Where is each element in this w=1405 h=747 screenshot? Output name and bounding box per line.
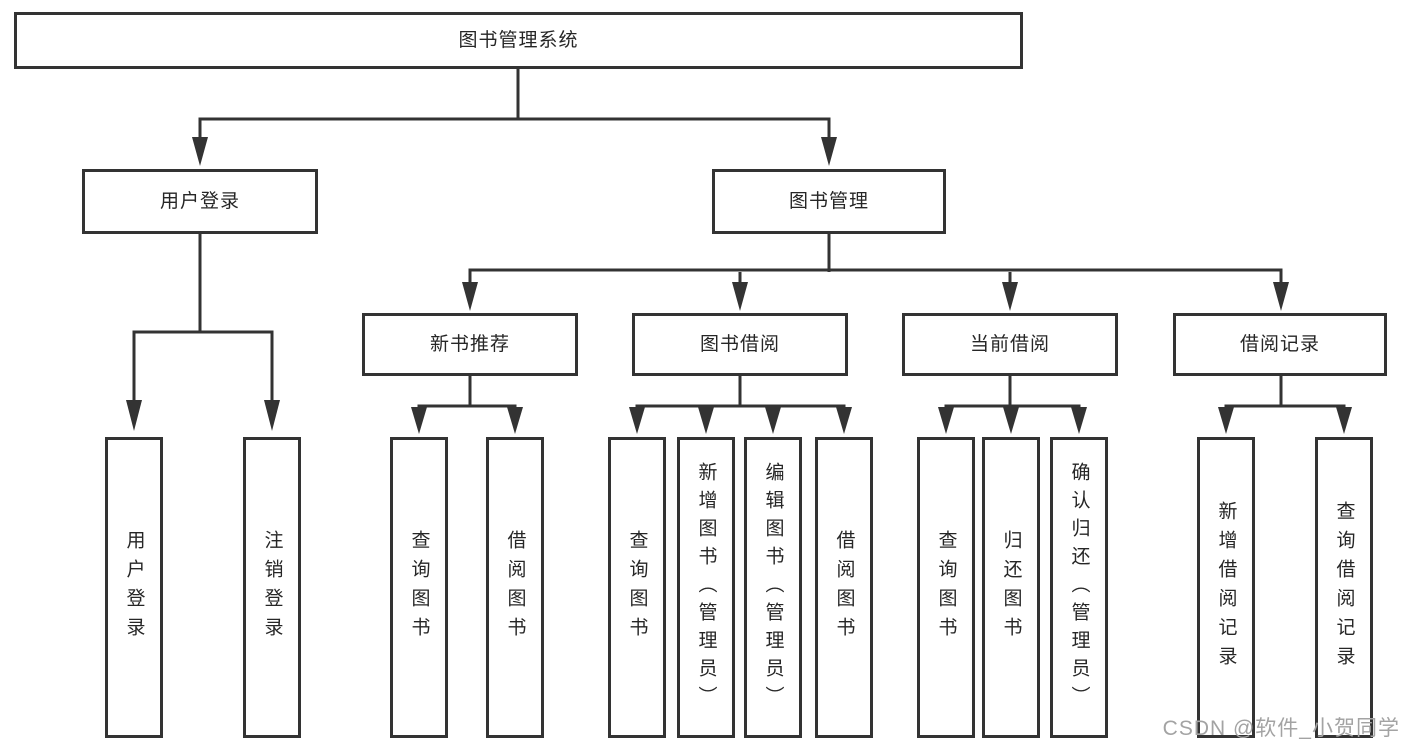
- leaf-return-books-label: 归还图书: [1000, 529, 1022, 646]
- leaf-logout: 注销登录: [243, 437, 301, 738]
- node-borrowing-records-label: 借阅记录: [1239, 334, 1320, 355]
- leaf-logout-label: 注销登录: [261, 529, 283, 646]
- leaf-query-books-current-label: 查询图书: [935, 529, 957, 646]
- node-user-login-label: 用户登录: [159, 191, 240, 212]
- connector-login-children: [126, 232, 280, 431]
- leaf-return-books: 归还图书: [982, 437, 1040, 738]
- connector-borrow-children: [629, 374, 852, 434]
- csdn-watermark: CSDN @软件_小贺同学: [1162, 717, 1400, 740]
- leaf-borrow-books-newbook-label: 借阅图书: [504, 529, 526, 646]
- node-root-label: 图书管理系统: [458, 30, 579, 51]
- leaf-add-books-admin: 新增图书（管理员）: [677, 437, 735, 738]
- leaf-query-books-borrow-label: 查询图书: [626, 529, 648, 646]
- leaf-query-books-newbook-label: 查询图书: [408, 529, 430, 646]
- node-book-management: 图书管理: [712, 169, 946, 234]
- node-book-management-label: 图书管理: [788, 191, 869, 212]
- leaf-edit-books-admin: 编辑图书（管理员）: [744, 437, 802, 738]
- node-borrowing-records: 借阅记录: [1173, 313, 1387, 376]
- node-current-borrowing-label: 当前借阅: [969, 334, 1050, 355]
- connector-bookmgmt-to-level3: [462, 232, 1289, 311]
- connector-newbook-children: [411, 374, 523, 434]
- leaf-query-borrow-record-label: 查询借阅记录: [1333, 500, 1355, 675]
- node-book-borrowing: 图书借阅: [632, 313, 848, 376]
- connector-current-children: [938, 374, 1087, 434]
- leaf-user-login: 用户登录: [105, 437, 163, 738]
- leaf-confirm-return-admin-label: 确认归还（管理员）: [1068, 461, 1090, 714]
- connector-root-to-level2: [192, 66, 837, 166]
- node-user-login: 用户登录: [82, 169, 318, 234]
- node-root: 图书管理系统: [14, 12, 1023, 69]
- leaf-add-borrow-record: 新增借阅记录: [1197, 437, 1255, 738]
- leaf-borrow-books: 借阅图书: [815, 437, 873, 738]
- node-new-book-recommendation: 新书推荐: [362, 313, 578, 376]
- leaf-edit-books-admin-label: 编辑图书（管理员）: [762, 461, 784, 714]
- leaf-user-login-label: 用户登录: [123, 529, 145, 646]
- leaf-confirm-return-admin: 确认归还（管理员）: [1050, 437, 1108, 738]
- connector-records-children: [1218, 374, 1352, 434]
- leaf-add-borrow-record-label: 新增借阅记录: [1215, 500, 1237, 675]
- node-new-book-recommendation-label: 新书推荐: [429, 334, 510, 355]
- leaf-query-books-newbook: 查询图书: [390, 437, 448, 738]
- leaf-borrow-books-newbook: 借阅图书: [486, 437, 544, 738]
- leaf-query-borrow-record: 查询借阅记录: [1315, 437, 1373, 738]
- leaf-add-books-admin-label: 新增图书（管理员）: [695, 461, 717, 714]
- node-current-borrowing: 当前借阅: [902, 313, 1118, 376]
- leaf-query-books-current: 查询图书: [917, 437, 975, 738]
- node-book-borrowing-label: 图书借阅: [699, 334, 780, 355]
- leaf-borrow-books-label: 借阅图书: [833, 529, 855, 646]
- leaf-query-books-borrow: 查询图书: [608, 437, 666, 738]
